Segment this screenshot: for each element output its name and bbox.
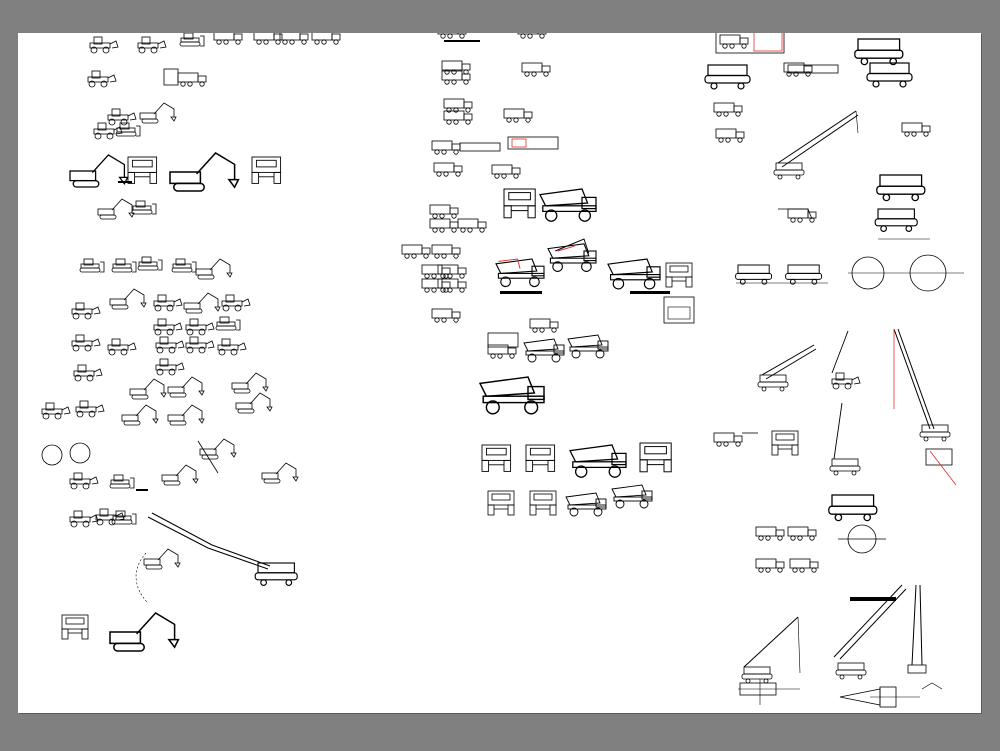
tower-masts[interactable] xyxy=(738,584,943,708)
dozer-row[interactable] xyxy=(79,256,233,280)
wheel-loader-grid[interactable] xyxy=(71,288,251,382)
cad-drawing-canvas[interactable] xyxy=(18,33,981,713)
long-reach-excavators[interactable] xyxy=(61,612,180,652)
crawler-cranes[interactable] xyxy=(713,328,957,573)
material-handler[interactable] xyxy=(69,508,298,604)
mining-shovels[interactable] xyxy=(69,152,282,220)
mobile-cranes[interactable] xyxy=(704,33,964,292)
backhoe-loader-row[interactable] xyxy=(89,33,341,54)
trucks-and-trailers[interactable] xyxy=(401,33,559,323)
small-loaders[interactable] xyxy=(87,68,207,140)
mining-dump-trucks[interactable] xyxy=(479,188,695,517)
excavator-cluster[interactable] xyxy=(41,372,299,491)
drawing-sheet[interactable] xyxy=(18,33,981,713)
